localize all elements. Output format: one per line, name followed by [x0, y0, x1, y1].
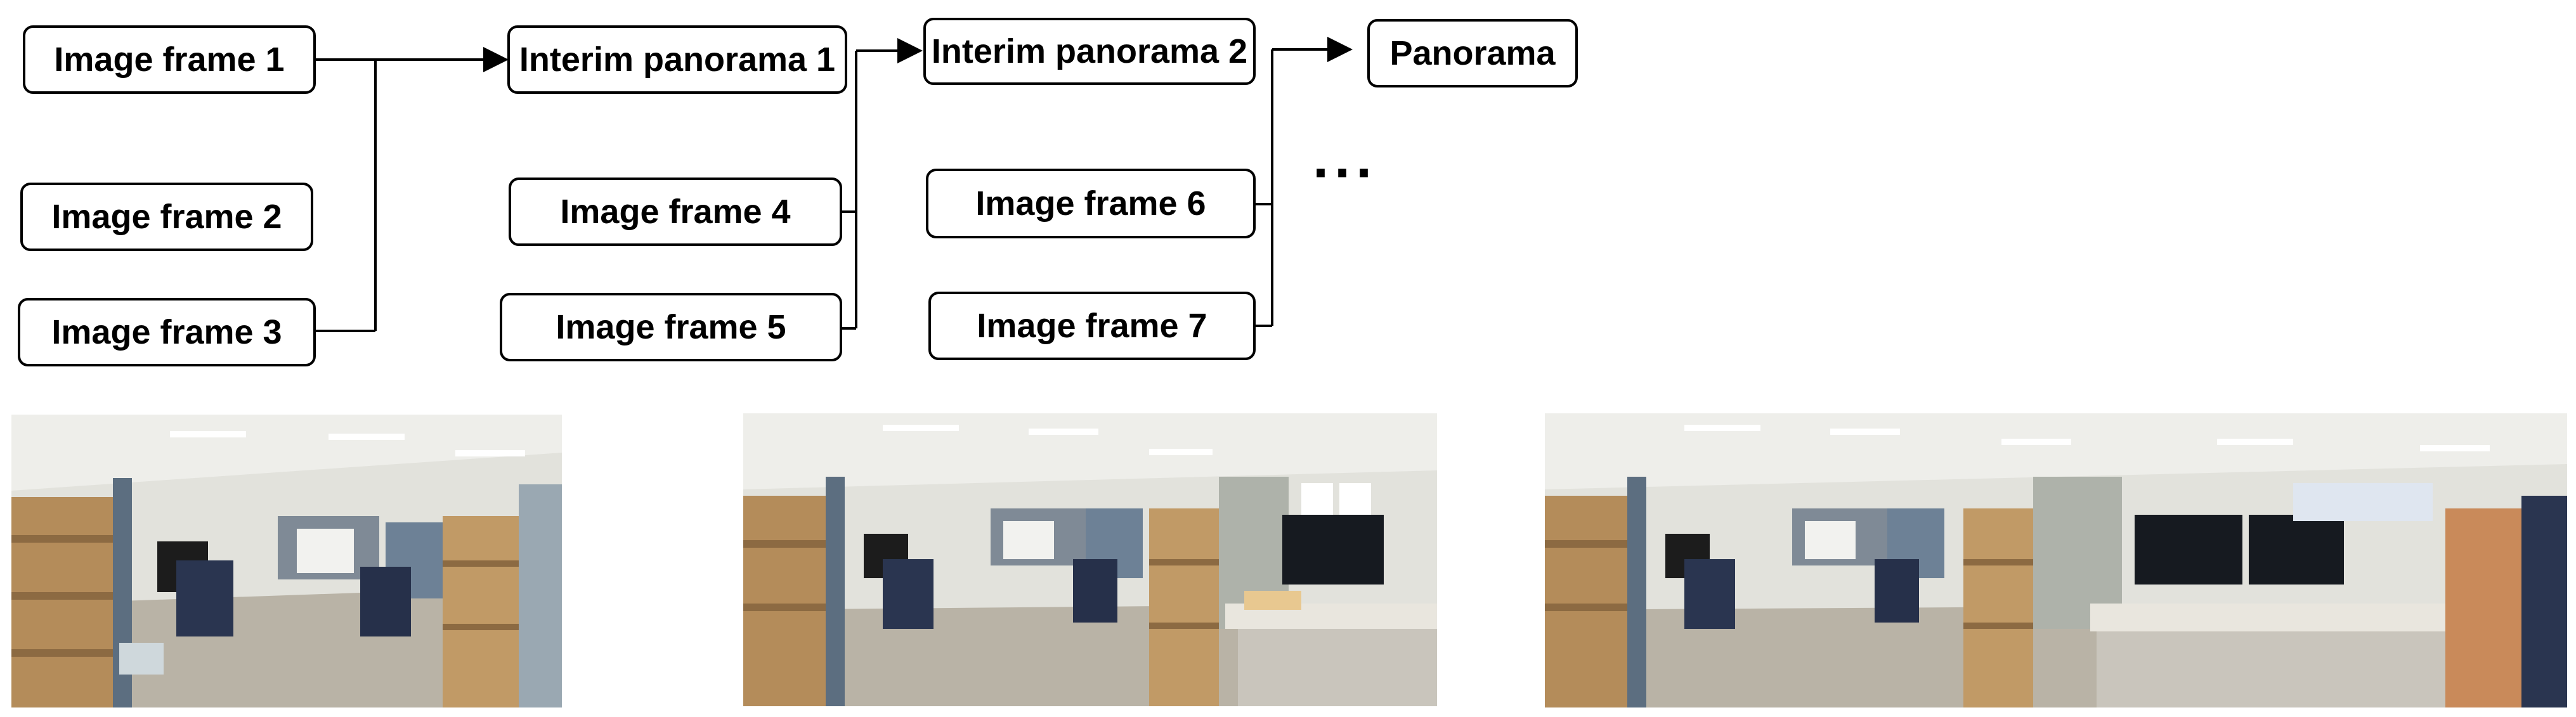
image-frame-1-box: Image frame 1	[23, 25, 316, 94]
interim-panorama-1-label: Interim panorama 1	[519, 41, 836, 79]
image-frame-3-box: Image frame 3	[18, 298, 316, 366]
office-panorama	[743, 413, 1437, 706]
image-frame-5-box: Image frame 5	[500, 293, 842, 361]
image-frame-1-label: Image frame 1	[54, 41, 285, 79]
office-panorama-wide	[1545, 413, 2567, 707]
interim-panorama-2-label: Interim panorama 2	[931, 32, 1248, 70]
interim-panorama-1-box: Interim panorama 1	[507, 25, 847, 94]
office-photo	[11, 415, 562, 707]
image-frame-6-label: Image frame 6	[975, 184, 1206, 223]
image-frame-3-label: Image frame 3	[51, 313, 282, 351]
image-frame-5-label: Image frame 5	[556, 308, 786, 346]
interim-panorama-2-box: Interim panorama 2	[923, 18, 1256, 85]
connector-lines	[316, 37, 1353, 332]
panorama-label: Panorama	[1389, 34, 1556, 72]
image-frame-7-label: Image frame 7	[977, 307, 1207, 345]
image-frame-6-box: Image frame 6	[926, 169, 1256, 238]
image-frame-4-label: Image frame 4	[560, 193, 791, 231]
continuation-ellipsis: ···	[1313, 141, 1377, 205]
image-frame-7-box: Image frame 7	[928, 292, 1256, 360]
image-frame-2-box: Image frame 2	[20, 183, 313, 251]
panorama-box: Panorama	[1367, 19, 1578, 87]
image-frame-4-box: Image frame 4	[509, 178, 842, 246]
image-frame-2-label: Image frame 2	[51, 198, 282, 236]
